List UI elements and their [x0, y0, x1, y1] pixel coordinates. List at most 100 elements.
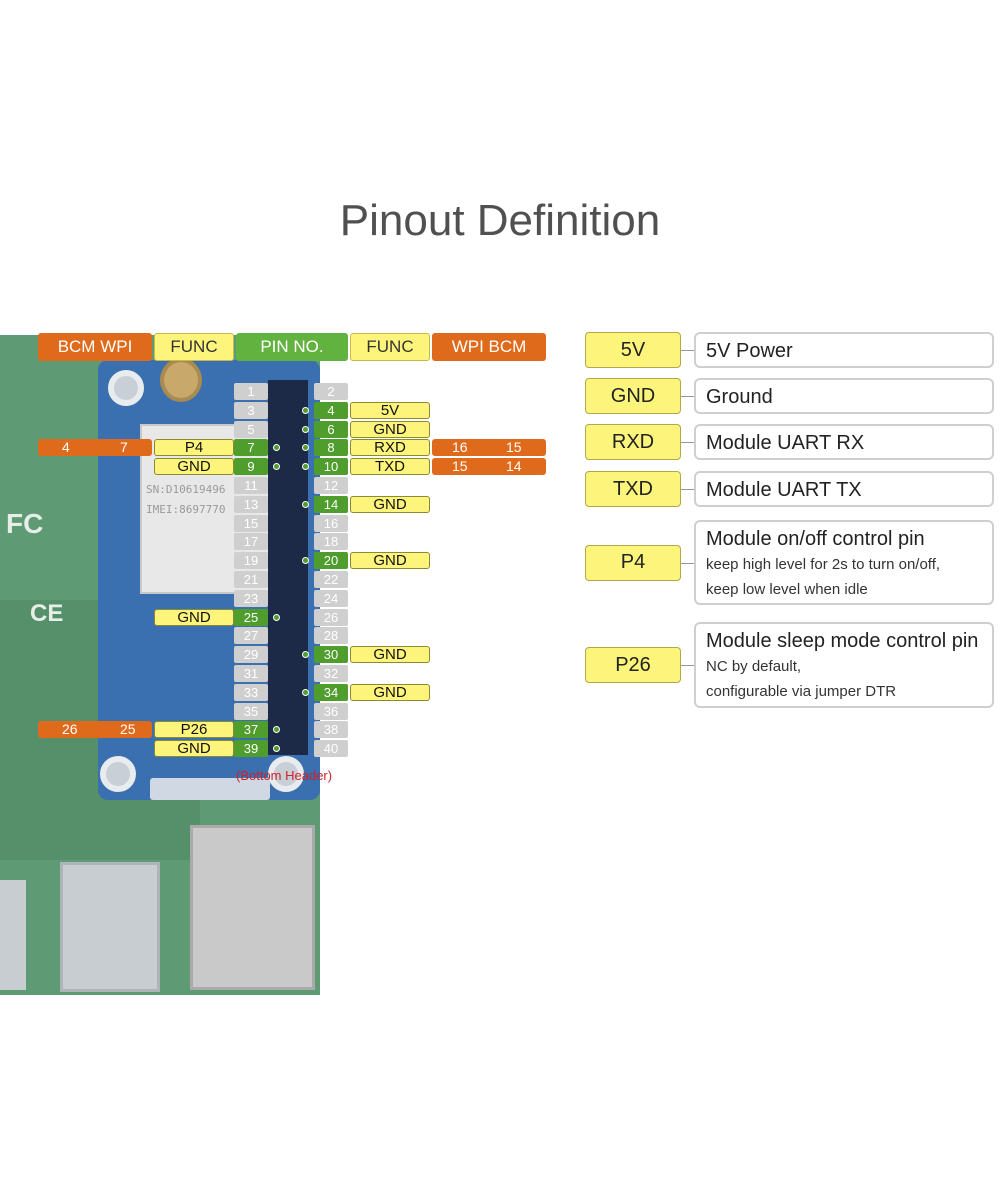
legend-detail: configurable via jumper DTR: [706, 683, 897, 700]
left-func-label: P26: [154, 721, 234, 738]
legend-detail: keep low level when idle: [706, 581, 868, 598]
pin-36: 36: [314, 703, 348, 720]
right-func-label: GND: [350, 496, 430, 513]
pin-31: 31: [234, 665, 268, 682]
pin-20: 20: [314, 552, 348, 569]
right-func-label: 5V: [350, 402, 430, 419]
pin-13: 13: [234, 496, 268, 513]
antenna-connector: [160, 358, 202, 402]
pin-connector-dot: [302, 501, 309, 508]
legend-title: Ground: [706, 386, 773, 408]
legend-detail: keep high level for 2s to turn on/off,: [706, 556, 941, 573]
pin-5: 5: [234, 421, 268, 438]
page-title: Pinout Definition: [339, 196, 661, 245]
pin-connector-dot: [273, 463, 280, 470]
header-left-bcm-wpi: BCM WPI: [38, 333, 152, 361]
legend-description: Ground: [694, 378, 994, 414]
pin-connector-dot: [302, 651, 309, 658]
pin-17: 17: [234, 533, 268, 550]
pin-6: 6: [314, 421, 348, 438]
header-left-func: FUNC: [154, 333, 234, 361]
wpi-value: 15: [452, 458, 468, 474]
pin-32: 32: [314, 665, 348, 682]
pin-connector-dot: [273, 745, 280, 752]
right-func-label: GND: [350, 552, 430, 569]
bcm-value: 15: [506, 439, 522, 455]
pin-35: 35: [234, 703, 268, 720]
legend-description: Module UART TX: [694, 471, 994, 507]
pin-33: 33: [234, 684, 268, 701]
left-func-label: GND: [154, 458, 234, 475]
pin-4: 4: [314, 402, 348, 419]
pin-connector: [150, 778, 270, 800]
pin-connector-dot: [302, 463, 309, 470]
bcm-value: 4: [62, 439, 70, 455]
bcm-value: 14: [506, 458, 522, 474]
pin-38: 38: [314, 721, 348, 738]
pin-10: 10: [314, 458, 348, 475]
wpi-value: 7: [120, 439, 128, 455]
legend-key-txd: TXD: [585, 471, 681, 507]
header-pin-no: PIN NO.: [236, 333, 348, 361]
pin-connector-dot: [273, 444, 280, 451]
mounting-hole: [108, 370, 144, 406]
legend-description: Module UART RX: [694, 424, 994, 460]
left-func-label: GND: [154, 740, 234, 757]
pin-3: 3: [234, 402, 268, 419]
ethernet-port: [190, 825, 315, 990]
right-func-label: GND: [350, 421, 430, 438]
legend-title: Module on/off control pin: [706, 528, 925, 550]
pin-connector-dot: [302, 557, 309, 564]
mounting-hole: [268, 756, 304, 792]
right-func-label: GND: [350, 684, 430, 701]
pin-25: 25: [234, 609, 268, 626]
legend-connector-line: [681, 562, 694, 564]
pin-23: 23: [234, 590, 268, 607]
legend-connector-line: [681, 350, 694, 351]
gpio-header: [268, 380, 308, 755]
right-func-label: TXD: [350, 458, 430, 475]
left-func-label: P4: [154, 439, 234, 456]
pin-12: 12: [314, 477, 348, 494]
pin-27: 27: [234, 627, 268, 644]
pin-connector-dot: [302, 407, 309, 414]
legend-key-rxd: RXD: [585, 424, 681, 460]
pin-16: 16: [314, 515, 348, 532]
wpi-value: 16: [452, 439, 468, 455]
pin-39: 39: [234, 740, 268, 757]
pin-37: 37: [234, 721, 268, 738]
pin-1: 1: [234, 383, 268, 400]
module-serial: SN:D10619496: [146, 483, 226, 496]
legend-detail: NC by default,: [706, 658, 802, 675]
legend-description: 5V Power: [694, 332, 994, 368]
module-label: SN:D10619496 IMEI:8697770: [146, 480, 225, 520]
pin-18: 18: [314, 533, 348, 550]
pin-7: 7: [234, 439, 268, 456]
pin-connector-dot: [302, 444, 309, 451]
pin-40: 40: [314, 740, 348, 757]
legend-key-p26: P26: [585, 647, 681, 683]
pin-24: 24: [314, 590, 348, 607]
legend-key-p4: P4: [585, 544, 681, 581]
pin-19: 19: [234, 552, 268, 569]
legend-connector-line: [681, 442, 694, 443]
legend-title: Module UART RX: [706, 432, 865, 454]
header-right-wpi-bcm: WPI BCM: [432, 333, 546, 361]
pin-29: 29: [234, 646, 268, 663]
pin-2: 2: [314, 383, 348, 400]
header-right-func: FUNC: [350, 333, 430, 361]
legend-key-5v: 5V: [585, 332, 681, 368]
legend-connector-line: [681, 396, 694, 397]
legend-description: Module on/off control pin keep high level…: [694, 520, 994, 605]
pin-15: 15: [234, 515, 268, 532]
left-func-label: GND: [154, 609, 234, 626]
legend-key-gnd: GND: [585, 378, 681, 414]
usb-port: [0, 880, 26, 990]
right-func-label: GND: [350, 646, 430, 663]
pin-connector-dot: [273, 614, 280, 621]
legend-connector-line: [681, 665, 694, 666]
legend-title: 5V Power: [706, 340, 793, 362]
